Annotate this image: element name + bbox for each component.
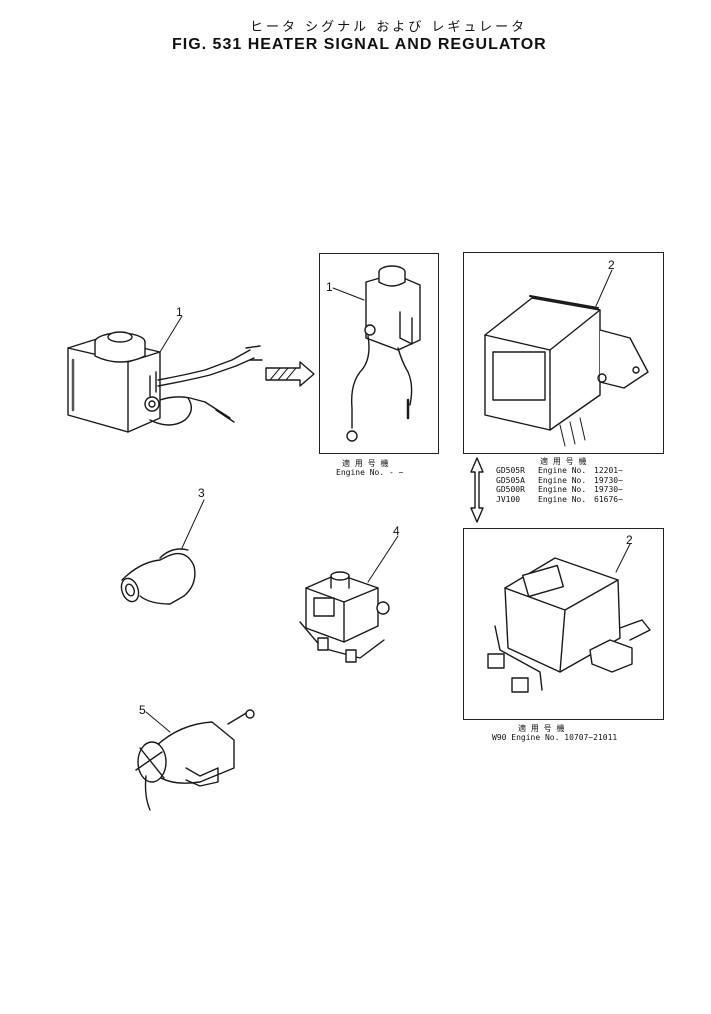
applicability-bottom-engine: W90 Engine No. 10707~21011 [492, 733, 618, 742]
alternative-arrow [470, 457, 484, 523]
rubber-boot-illustration [120, 548, 196, 605]
callout-1-inset: 1 [326, 280, 333, 294]
regulator-upper-illustration [484, 295, 649, 447]
applicability-top-engine: Engine No. - ~ [336, 468, 404, 477]
leader-lines [145, 269, 631, 733]
heater-signal-illustration [67, 331, 263, 433]
figure-title: FIG. 531 HEATER SIGNAL AND REGULATOR [172, 36, 547, 53]
regulator-lower-illustration [487, 557, 651, 693]
callout-1: 1 [176, 305, 183, 319]
applicability-bottom-header: 適 用 号 機 [518, 724, 565, 733]
direction-arrow [265, 361, 315, 387]
callout-3: 3 [198, 486, 205, 500]
inset-box-heater-signal [319, 253, 439, 454]
callout-4: 4 [393, 524, 400, 538]
applicability-top-header: 適 用 号 機 [342, 459, 389, 468]
applicability-right-header: 適 用 号 機 [540, 457, 587, 466]
solenoid-illustration [135, 709, 255, 811]
inset-box-regulator-upper [463, 252, 664, 454]
heater-signal-inset-illustration [346, 265, 421, 442]
relay-illustration [299, 571, 390, 663]
callout-5: 5 [139, 703, 146, 717]
title-japanese: ヒータ シグナル および レギュレータ [250, 20, 528, 35]
callout-2-upper: 2 [608, 258, 615, 272]
inset-box-regulator-lower [463, 528, 664, 720]
callout-2-lower: 2 [626, 533, 633, 547]
